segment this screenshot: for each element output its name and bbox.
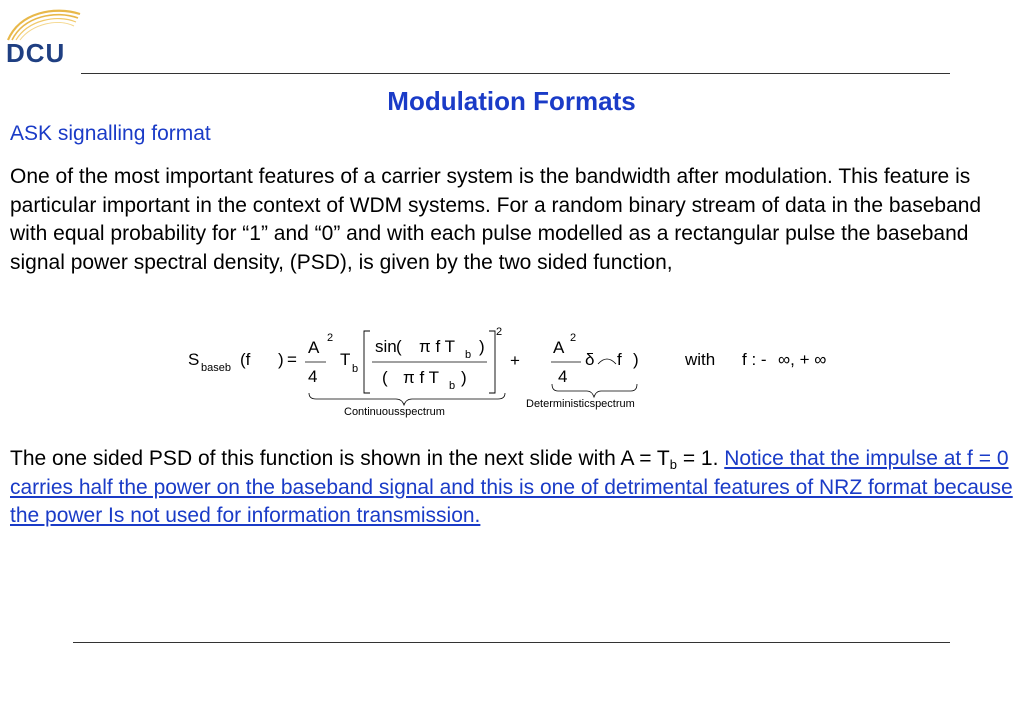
eq-strokes [305,330,638,407]
eq-open-bottom: ( [382,368,388,387]
eq-four2: 4 [558,367,568,386]
eq-sin: sin [375,337,397,356]
bottom-divider [73,642,950,643]
eq-label-deterministic: Deterministicspectrum [526,398,635,410]
eq-b1: b [352,363,359,375]
eq-plus: + [510,351,520,370]
eq-f2: f [617,350,622,369]
eq-label-continuous: Continuousspectrum [344,406,445,418]
eq-pi-f-T-top: π f T [419,337,455,356]
dcu-logo: DCU [0,4,82,68]
eq-close-top: ) [479,337,485,356]
psd-subscript-b: b [669,457,677,472]
eq-close3: ) [633,350,639,369]
top-divider [81,73,950,74]
eq-close-bottom: ) [461,368,467,387]
eq-A2: A [553,338,565,357]
eq-A1: A [308,338,320,357]
logo-text: DCU [6,38,66,68]
eq-close: ) [278,350,284,369]
page-title: Modulation Formats [387,86,636,116]
psd-paragraph: The one sided PSD of this function is sh… [10,445,1015,531]
logo-swoosh-icon [6,9,81,41]
psd-equation: S baseb (f ) = A 2 4 T b sin ( π f T b )… [0,320,1023,425]
psd-tail-text: = 1. [676,447,725,470]
eq-b-top: b [465,349,472,361]
eq-exp-bracket: 2 [496,326,503,338]
eq-exp2: 2 [570,332,577,344]
intro-paragraph: One of the most important features of a … [10,165,982,274]
eq-exp1: 2 [327,332,334,344]
eq-four1: 4 [308,367,318,386]
section-subtitle: ASK signalling format [10,122,211,145]
eq-range: f : - [742,350,767,369]
eq-b-bottom: b [449,380,456,392]
psd-lead-text: The one sided PSD of this function is sh… [10,447,670,470]
eq-open-paren: ( [396,337,402,356]
eq-S: S [188,350,200,369]
eq-baseb: baseb [201,362,231,374]
eq-delta: δ [585,350,595,369]
eq-with: with [685,350,716,369]
eq-T: T [340,350,351,369]
eq-pi-f-T-bottom: π f T [403,368,439,387]
eq-f-arg: (f [240,350,251,369]
eq-range-vals: ∞, + ∞ [778,350,827,369]
eq-equals: = [287,350,297,369]
notice-link[interactable]: Notice that the impulse at f = 0 carries… [10,447,1013,527]
